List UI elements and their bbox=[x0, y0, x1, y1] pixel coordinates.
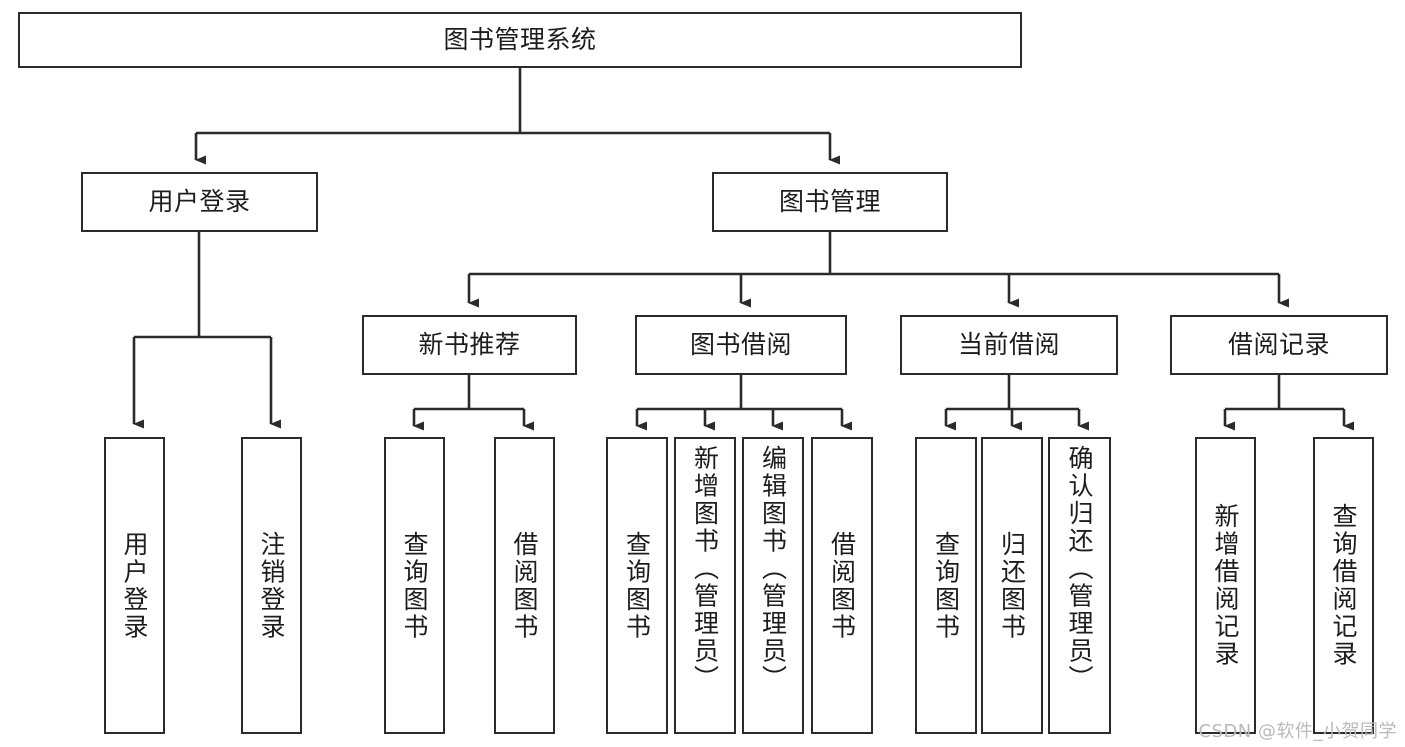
leaf-add-borrow-record[interactable]: 新增借阅记录 bbox=[1195, 437, 1256, 734]
node-book-management[interactable]: 图书管理 bbox=[712, 172, 948, 232]
leaf-query-book-current[interactable]: 查询图书 bbox=[915, 437, 977, 734]
node-label: 查询借阅记录 bbox=[1329, 503, 1358, 668]
leaf-query-book[interactable]: 查询图书 bbox=[606, 437, 668, 734]
leaf-edit-book-admin[interactable]: 编辑图书（管理员） bbox=[742, 437, 804, 734]
node-label: 注销登录 bbox=[257, 530, 286, 641]
node-label: 用户登录 bbox=[148, 187, 251, 217]
leaf-return-book[interactable]: 归还图书 bbox=[981, 437, 1043, 734]
node-label: 用户登录 bbox=[120, 530, 149, 641]
leaf-query-borrow-record[interactable]: 查询借阅记录 bbox=[1313, 437, 1374, 734]
node-borrow-records[interactable]: 借阅记录 bbox=[1170, 315, 1388, 375]
node-new-book-recommend[interactable]: 新书推荐 bbox=[362, 315, 577, 375]
node-root[interactable]: 图书管理系统 bbox=[18, 12, 1022, 68]
leaf-borrow-book[interactable]: 借阅图书 bbox=[811, 437, 873, 734]
node-book-borrow[interactable]: 图书借阅 bbox=[635, 315, 847, 375]
node-label: 图书管理 bbox=[778, 187, 881, 217]
node-label: 借阅图书 bbox=[510, 530, 539, 641]
node-label: 查询图书 bbox=[931, 530, 961, 641]
node-label: 新书推荐 bbox=[418, 330, 521, 360]
leaf-query-book-recommend[interactable]: 查询图书 bbox=[384, 437, 445, 734]
node-label: 图书管理系统 bbox=[443, 25, 597, 55]
leaf-logout[interactable]: 注销登录 bbox=[241, 437, 302, 734]
node-label: 归还图书 bbox=[997, 530, 1027, 641]
leaf-confirm-return-admin[interactable]: 确认归还（管理员） bbox=[1048, 437, 1111, 734]
node-label: 借阅记录 bbox=[1227, 330, 1330, 360]
node-label: 新增图书（管理员） bbox=[690, 445, 720, 693]
node-label: 查询图书 bbox=[400, 530, 429, 641]
node-label: 确认归还（管理员） bbox=[1065, 445, 1094, 693]
node-current-borrow[interactable]: 当前借阅 bbox=[900, 315, 1118, 375]
node-label: 编辑图书（管理员） bbox=[758, 445, 788, 693]
node-user-login[interactable]: 用户登录 bbox=[81, 172, 318, 232]
node-label: 新增借阅记录 bbox=[1211, 503, 1240, 668]
leaf-borrow-book-recommend[interactable]: 借阅图书 bbox=[494, 437, 555, 734]
node-label: 查询图书 bbox=[622, 530, 652, 641]
node-label: 图书借阅 bbox=[689, 330, 792, 360]
node-label: 当前借阅 bbox=[957, 330, 1060, 360]
leaf-add-book-admin[interactable]: 新增图书（管理员） bbox=[674, 437, 736, 734]
watermark: CSDN @软件_小贺同学 bbox=[1198, 721, 1397, 742]
leaf-user-login[interactable]: 用户登录 bbox=[104, 437, 165, 734]
node-label: 借阅图书 bbox=[827, 530, 857, 641]
